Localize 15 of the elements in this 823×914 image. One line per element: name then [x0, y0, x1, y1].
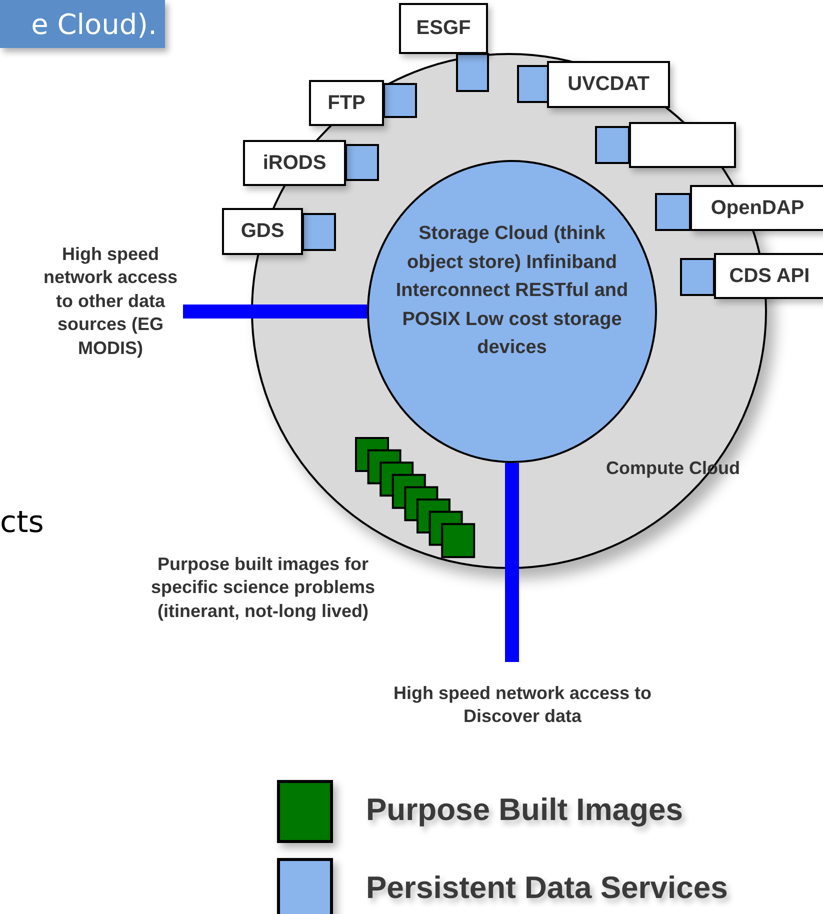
network-link-bar — [183, 304, 367, 318]
network-access-text: High speed network access to other data sources (EG MODIS) — [38, 243, 183, 383]
service-label-box: CDS API — [714, 253, 823, 299]
image-stack-caption: Purpose built images for specific science problems (itinerant, not-long lived) — [150, 553, 376, 623]
heading-fragment: e Cloud). — [0, 0, 165, 48]
service-label-box: GDS — [222, 208, 303, 255]
legend-label: Purpose Built Images — [366, 792, 684, 828]
storage-cloud-circle: Storage Cloud (think object store) Infiniband Interconnect RESTful and POSIX Low cost storage devices — [367, 160, 657, 463]
network-link-bar — [505, 463, 519, 662]
service-label-box: OpenDAP — [690, 185, 823, 231]
network-access-text: High speed network access to Discover data — [390, 662, 655, 740]
service-label-box: iRODS — [243, 140, 346, 186]
legend-label: Persistent Data Services — [366, 870, 729, 906]
service-label-box: ESGF — [399, 3, 488, 54]
text-fragment: cts — [0, 505, 40, 542]
